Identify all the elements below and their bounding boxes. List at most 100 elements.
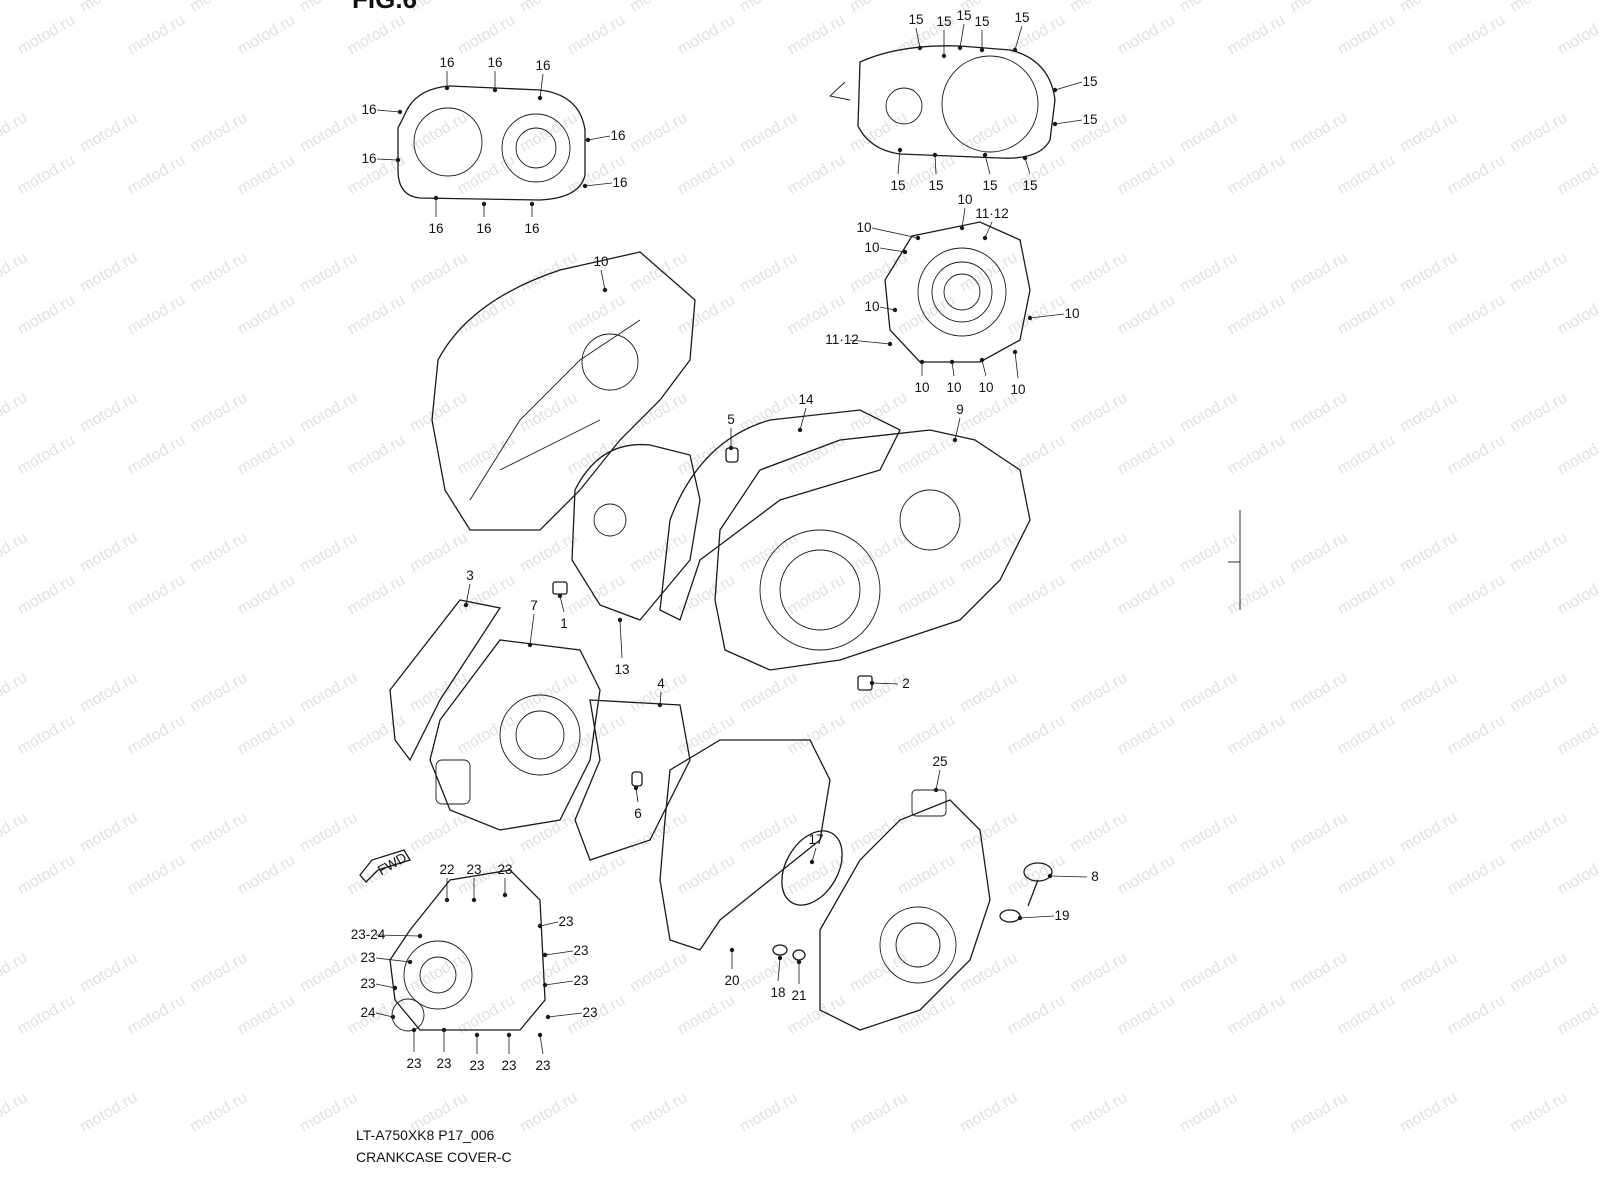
watermark-text: motod.ru <box>1287 1089 1350 1135</box>
leader-dot <box>777 955 783 961</box>
watermark-text: motod.ru <box>297 809 360 855</box>
leader-dot <box>809 859 815 865</box>
watermark-text: motod.ru <box>407 809 470 855</box>
watermark-text: motod.ru <box>187 0 250 16</box>
leader-dot <box>411 1027 417 1033</box>
watermark-text: motod.ru <box>1397 109 1460 155</box>
watermark-text: motod.ru <box>1177 949 1240 995</box>
watermark-text: motod.ru <box>187 1089 250 1135</box>
leader-line <box>879 247 906 253</box>
clutch-outer-cover <box>431 251 696 531</box>
watermark-text: motod.ru <box>15 572 78 618</box>
watermark-text: motod.ru <box>517 1089 580 1135</box>
leader-line <box>897 149 901 175</box>
callout-label: 23 <box>535 1058 550 1073</box>
callout-label: 23 <box>469 1058 484 1073</box>
watermark-text: motod.ru <box>957 949 1020 995</box>
watermark-text: motod.ru <box>517 809 580 855</box>
watermark-text: motod.ru <box>847 249 910 295</box>
watermark-text: motod.ru <box>125 852 188 898</box>
watermark-text: motod.ru <box>517 529 580 575</box>
leader-dot <box>1047 873 1053 879</box>
generator-cover-right <box>884 221 1031 363</box>
watermark-text: motod.ru <box>1067 529 1130 575</box>
watermark-text: motod.ru <box>1555 992 1600 1038</box>
watermark-text: motod.ru <box>1115 712 1178 758</box>
callout-52: 23 <box>497 862 513 898</box>
watermark-text: motod.ru <box>1335 712 1398 758</box>
watermark-text: motod.ru <box>1335 432 1398 478</box>
crankcase-cover-c-main <box>714 429 1031 671</box>
watermark-text: motod.ru <box>407 389 470 435</box>
callout-label: 24 <box>360 1005 376 1020</box>
leader-dot <box>887 341 893 347</box>
watermark-text: motod.ru <box>455 12 518 58</box>
callout-label: 11·12 <box>975 206 1009 221</box>
callout-20: 15 <box>1022 155 1038 193</box>
leader-dot <box>902 249 908 255</box>
callout-38: 1 <box>557 593 568 631</box>
leader-line <box>587 135 611 141</box>
callout-label: 16 <box>428 221 443 236</box>
leader-line <box>799 407 807 431</box>
watermark-text: motod.ru <box>1225 712 1288 758</box>
callout-label: 10 <box>946 380 961 395</box>
leader-dot <box>869 680 875 686</box>
watermark-text: motod.ru <box>235 152 298 198</box>
leader-dot <box>390 1014 396 1020</box>
callout-label: 10 <box>914 380 929 395</box>
callout-46: 19 <box>1017 908 1070 923</box>
callout-13: 15 <box>974 14 990 53</box>
leader-dot <box>602 287 608 293</box>
watermark-text: motod.ru <box>675 292 738 338</box>
leader-line <box>871 227 919 239</box>
watermark-text: motod.ru <box>785 712 848 758</box>
watermark-text: motod.ru <box>1115 432 1178 478</box>
leader-dot <box>917 45 923 51</box>
watermark-text: motod.ru <box>125 12 188 58</box>
callout-label: 23 <box>406 1056 421 1071</box>
callout-12: 15 <box>956 8 972 51</box>
leader-line <box>635 787 639 803</box>
leader-line <box>544 980 574 986</box>
watermark-text: motod.ru <box>345 12 408 58</box>
watermark-text: motod.ru <box>957 249 1020 295</box>
watermark-text: motod.ru <box>1397 249 1460 295</box>
leader-line <box>1049 875 1088 878</box>
leader-dot <box>957 45 963 51</box>
callout-7: 16 <box>428 195 444 236</box>
leader-dot <box>941 53 947 59</box>
leader-dot <box>729 947 735 953</box>
leader-dot <box>474 1032 480 1038</box>
callout-26: 10 <box>1027 306 1080 321</box>
callout-label: 23 <box>573 973 588 988</box>
watermark-text: motod.ru <box>737 249 800 295</box>
watermark-text: motod.ru <box>1397 809 1460 855</box>
watermark-text: motod.ru <box>1225 12 1288 58</box>
callout-label: 10 <box>864 299 879 314</box>
watermark-text: motod.ru <box>1005 712 1068 758</box>
callout-23: 10 <box>856 220 921 241</box>
watermark-text: motod.ru <box>1005 852 1068 898</box>
oil-filler-cap-19 <box>1023 862 1053 907</box>
watermark-text: motod.ru <box>1397 1089 1460 1135</box>
callout-30: 10 <box>978 357 994 395</box>
watermark-text: motod.ru <box>737 669 800 715</box>
watermark-text: motod.ru <box>1177 669 1240 715</box>
watermark-text: motod.ru <box>627 0 690 16</box>
watermark-text: motod.ru <box>407 109 470 155</box>
callout-3: 16 <box>361 102 403 117</box>
leader-line <box>584 182 613 187</box>
watermark-text: motod.ru <box>1177 389 1240 435</box>
leader-dot <box>979 357 985 363</box>
watermark-text: motod.ru <box>847 809 910 855</box>
watermark-text: motod.ru <box>15 992 78 1038</box>
leader-line <box>375 1012 394 1018</box>
watermark-text: motod.ru <box>1225 852 1288 898</box>
leader-dot <box>537 95 543 101</box>
watermark-text: motod.ru <box>1507 249 1570 295</box>
callout-2: 16 <box>535 58 551 101</box>
leader-line <box>915 27 921 49</box>
